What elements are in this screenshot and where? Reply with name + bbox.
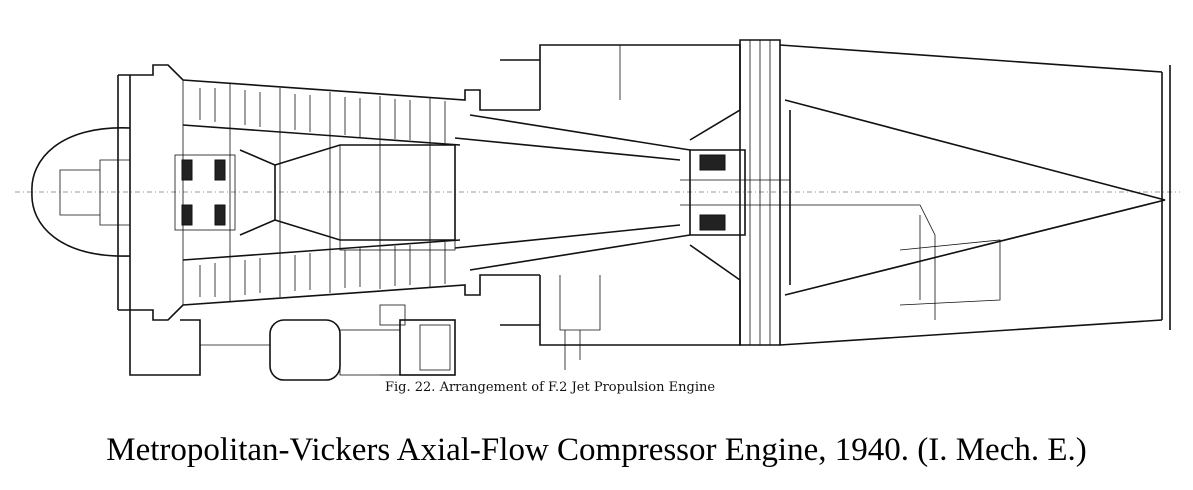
front-bearing xyxy=(174,149,276,236)
combustion-section xyxy=(454,44,741,370)
compressor-casing xyxy=(117,64,540,321)
drum-rotor xyxy=(274,144,456,251)
turbine xyxy=(680,39,790,346)
caption: Metropolitan-Vickers Axial-Flow Compress… xyxy=(106,432,1087,468)
accessory-gearbox xyxy=(129,304,456,381)
figure-label: Fig. 22. Arrangement of F.2 Jet Propulsi… xyxy=(385,380,716,395)
engine-cross-section-drawing xyxy=(15,39,1180,381)
exhaust-tailpipe xyxy=(779,44,1171,346)
